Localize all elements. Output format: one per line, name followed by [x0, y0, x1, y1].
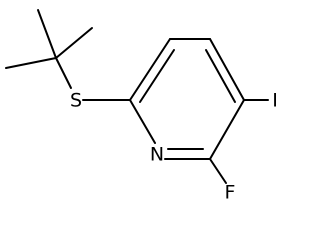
- bond-tbu-methyl-top: [37, 9, 57, 59]
- molecule-diagram: S N I F: [5, 9, 278, 204]
- bond-c2-f: [209, 158, 227, 184]
- bond-n-c6: [129, 99, 156, 144]
- bond-c4-c3: [209, 38, 245, 101]
- bond-c3-c2: [209, 99, 245, 160]
- atom-fluorine-label: F: [225, 182, 236, 204]
- bond-c4-c3-inner: [205, 49, 236, 103]
- bond-tbu-methyl-left: [5, 57, 57, 69]
- atom-iodine-label: I: [272, 90, 278, 112]
- bond-c6-c5-inner: [139, 49, 175, 103]
- bond-tbu-s: [55, 57, 72, 89]
- bond-c6-c5: [129, 38, 171, 101]
- atom-nitrogen-label: N: [150, 144, 164, 166]
- atom-sulfur-label: S: [70, 90, 82, 112]
- bond-tbu-methyl-right: [55, 27, 93, 59]
